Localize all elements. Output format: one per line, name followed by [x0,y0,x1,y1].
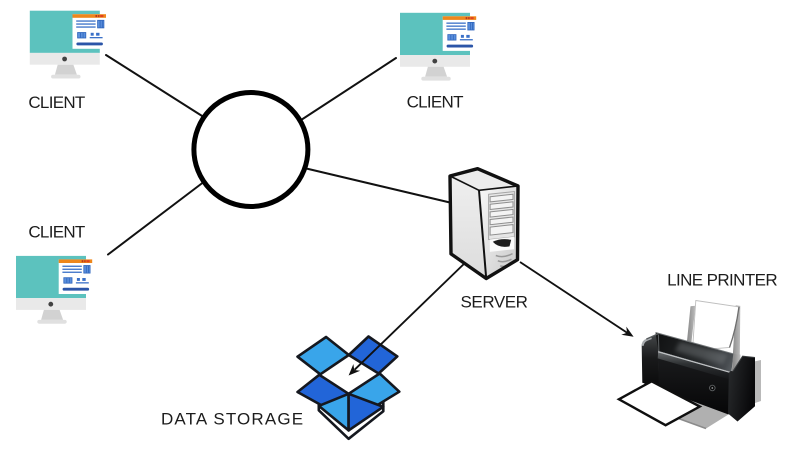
svg-text:SERVER: SERVER [461,292,528,311]
svg-text:CLIENT: CLIENT [407,93,464,112]
svg-text:LINE PRINTER: LINE PRINTER [667,270,777,289]
svg-text:CLIENT: CLIENT [28,93,85,112]
svg-text:DATA STORAGE: DATA STORAGE [161,410,304,429]
svg-text:CLIENT: CLIENT [28,223,85,242]
